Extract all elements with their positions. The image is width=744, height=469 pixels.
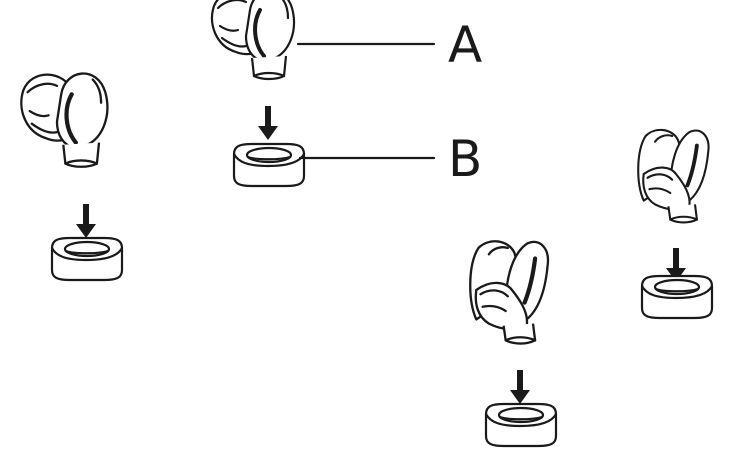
callout-label-b: B bbox=[448, 130, 483, 188]
round-figure-left bbox=[21, 73, 107, 166]
holder-top bbox=[232, 142, 306, 188]
peaked-figure-bottom bbox=[470, 241, 548, 343]
round-figure-top bbox=[210, 0, 296, 81]
down-arrow-top bbox=[258, 106, 278, 140]
callout-label-a: A bbox=[448, 16, 483, 74]
holder-bottom bbox=[484, 402, 558, 448]
peaked-figure-right bbox=[636, 128, 711, 225]
holder-left bbox=[50, 236, 124, 282]
down-arrow-bottom bbox=[510, 370, 530, 404]
down-arrow-left bbox=[76, 204, 96, 238]
holder-right bbox=[640, 274, 714, 320]
